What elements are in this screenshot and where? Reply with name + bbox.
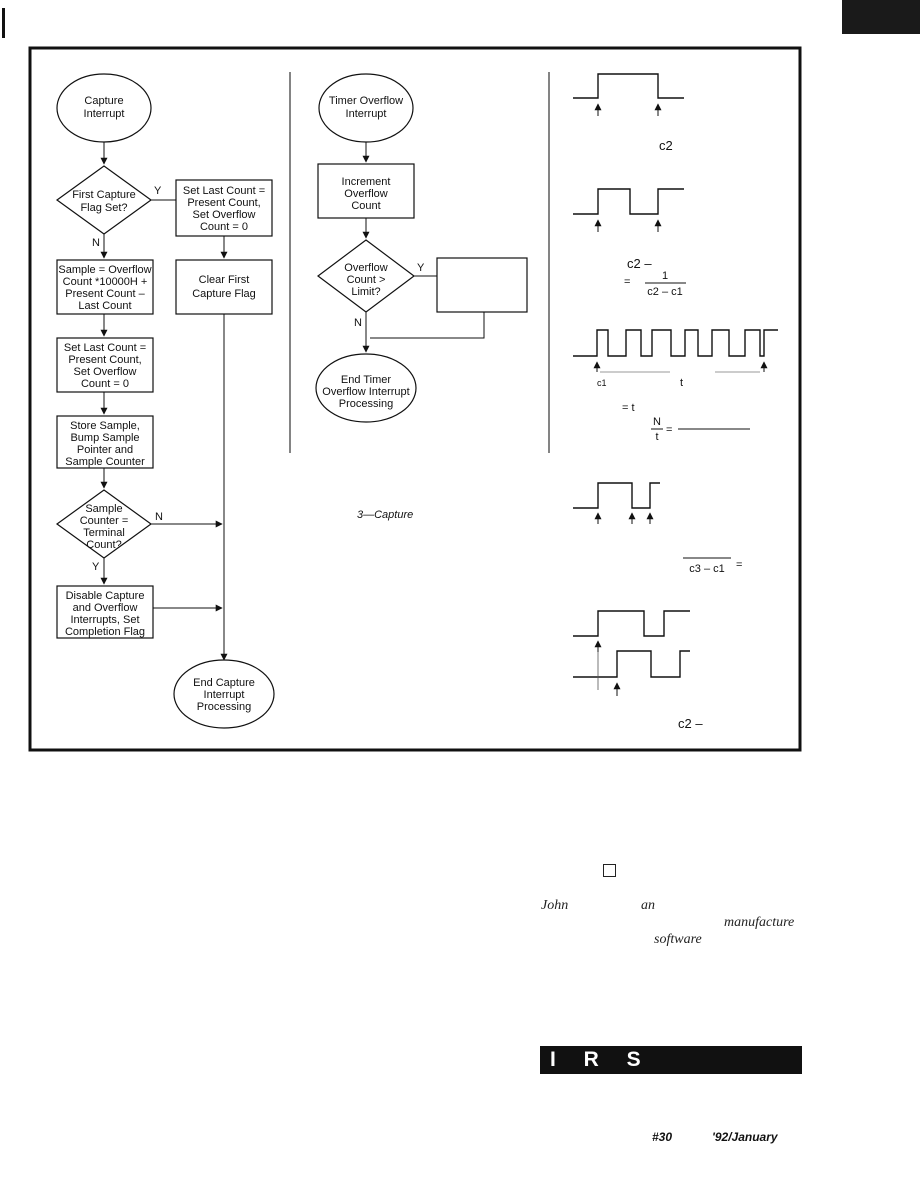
footer-issue: #30 [652,1130,673,1144]
clear-line2: Capture Flag [192,288,256,300]
capture-flowchart: Capture Interrupt First Capture Flag Set… [55,73,275,729]
timer-end-line2: Overflow Interrupt [322,386,409,398]
decision1-no-label: N [92,237,100,249]
body-text-software: software [654,932,702,947]
w3-equals: = [666,424,672,436]
decision2-yes-label: Y [92,561,100,573]
decision1-line2: Flag Set? [80,202,127,214]
waveform-5b [573,650,690,678]
set-right-line3: Set Overflow [193,209,256,221]
store-sample-box [56,415,154,469]
set-right-line4: Count = 0 [200,221,248,233]
timer-start-line2: Interrupt [346,108,387,120]
w5-label: c2 – [678,716,703,731]
disable-line1: Disable Capture [66,590,145,602]
capture-end-oval [173,659,275,729]
overflow-return-line [370,312,485,339]
timer-flowchart: Timer Overflow Interrupt Increment Overf… [315,73,528,423]
timer-start-line1: Timer Overflow [329,95,403,107]
body-text-manufacture: manufacture [724,915,795,930]
w3-frac-num: N [653,416,661,428]
capture-start-line1: Capture [84,95,123,107]
figure-caption: 3—Capture [357,509,413,521]
decision2-line2: Counter = [80,515,129,527]
sample-line2: Count *10000H + [63,276,148,288]
timer-no-label: N [354,317,362,329]
disable-line3: Interrupts, Set [70,614,139,626]
waveform-column: c2 c2 – 1 = c2 – c1 c1 t = t N t = c3 – … [573,73,778,731]
decision2-line3: Terminal [83,527,125,539]
figure-frame [28,46,802,752]
store-line1: Store Sample, [70,420,140,432]
end-of-article-icon [603,864,616,877]
set-left-line1: Set Last Count = [64,342,146,354]
w2-frac-den: c2 – c1 [647,286,682,298]
w3-left-label: c1 [597,378,607,388]
set-left-line3: Set Overflow [74,366,137,378]
timer-decision-line1: Overflow [344,262,387,274]
body-text-an: an [641,898,655,913]
w4-equals: = [736,559,742,571]
clear-flag-box [175,259,273,315]
capture-start-line2: Interrupt [84,108,125,120]
store-line3: Pointer and [77,444,133,456]
sample-line3: Present Count – [65,288,145,300]
timer-yes-label: Y [417,262,425,274]
w4-frac-den: c3 – c1 [689,563,724,575]
overflow-limit-box [436,257,528,313]
inc-line3: Count [351,200,380,212]
w2-top-label: c2 – [627,256,652,271]
decision1-line1: First Capture [72,189,136,201]
timer-end-line1: End Timer [341,374,391,386]
waveform-5a [573,610,690,637]
decision2-line1: Sample [85,503,122,515]
sample-box [56,259,154,315]
irs-banner-text: I R S [550,1048,652,1071]
timer-end-line3: Processing [339,398,393,410]
decision2-no-label: N [155,511,163,523]
irs-banner: I R S [540,1046,802,1074]
clear-line1: Clear First [199,274,250,286]
timer-end-oval [315,353,417,423]
store-line2: Bump Sample [70,432,139,444]
w3-mid-label: t [680,377,683,389]
disable-line4: Completion Flag [65,626,145,638]
w2-frac-num: 1 [662,270,668,282]
waveform-2 [573,188,684,215]
decision2-line4: Count? [86,539,121,551]
inc-line2: Overflow [344,188,387,200]
timer-decision-line3: Limit? [351,286,380,298]
page-corner-mark [842,0,920,34]
set-last-count-left-box [56,337,154,393]
footer-date: '92/January [712,1130,778,1144]
w3-frac-den: t [655,431,658,443]
inc-line1: Increment [342,176,391,188]
body-text-john: John [541,898,569,913]
set-left-line2: Present Count, [68,354,141,366]
w2-equals: = [624,276,630,288]
set-left-line4: Count = 0 [81,378,129,390]
disable-box [56,585,154,639]
waveform-1 [573,73,684,99]
set-right-line2: Present Count, [187,197,260,209]
timer-decision-line2: Count > [347,274,386,286]
capture-end-line3: Processing [197,701,251,713]
w1-label: c2 [659,138,673,153]
disable-line2: and Overflow [73,602,138,614]
sample-line1: Sample = Overflow [58,264,151,276]
set-right-line1: Set Last Count = [183,185,265,197]
sample-line4: Last Count [78,300,131,312]
page-edge-rule [2,8,5,38]
capture-end-line1: End Capture [193,677,255,689]
store-line4: Sample Counter [65,456,145,468]
w3-eq-label: = t [622,402,635,414]
waveform-3 [573,329,778,357]
decision1-yes-label: Y [154,185,162,197]
waveform-4 [573,482,660,509]
capture-end-line2: Interrupt [204,689,245,701]
